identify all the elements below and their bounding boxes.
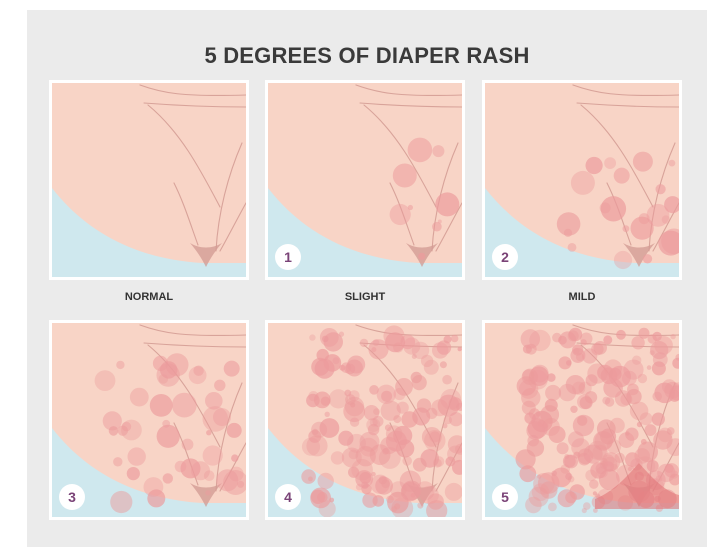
degree-4-badge: 4 [275,484,301,510]
degree-1-badge: 1 [275,244,301,270]
degree-2-badge: 2 [492,244,518,270]
panel-degree-4: 4 [265,320,465,520]
panel-degree-3: 3 [49,320,249,520]
panel-normal [49,80,249,280]
degree-3-badge: 3 [59,484,85,510]
label-mild: MILD [482,291,682,303]
normal-skin-illustration [52,83,246,277]
panel-degree-5: 5 [482,320,682,520]
poster-title: 5 DEGREES OF DIAPER RASH [27,43,707,69]
panel-degree-1: 1 [265,80,465,280]
label-normal: NORMAL [49,291,249,303]
label-slight: SLIGHT [265,291,465,303]
degree-5-badge: 5 [492,484,518,510]
poster: 5 DEGREES OF DIAPER RASH 1 2 NORMAL SLIG… [27,10,707,547]
panel-degree-2: 2 [482,80,682,280]
